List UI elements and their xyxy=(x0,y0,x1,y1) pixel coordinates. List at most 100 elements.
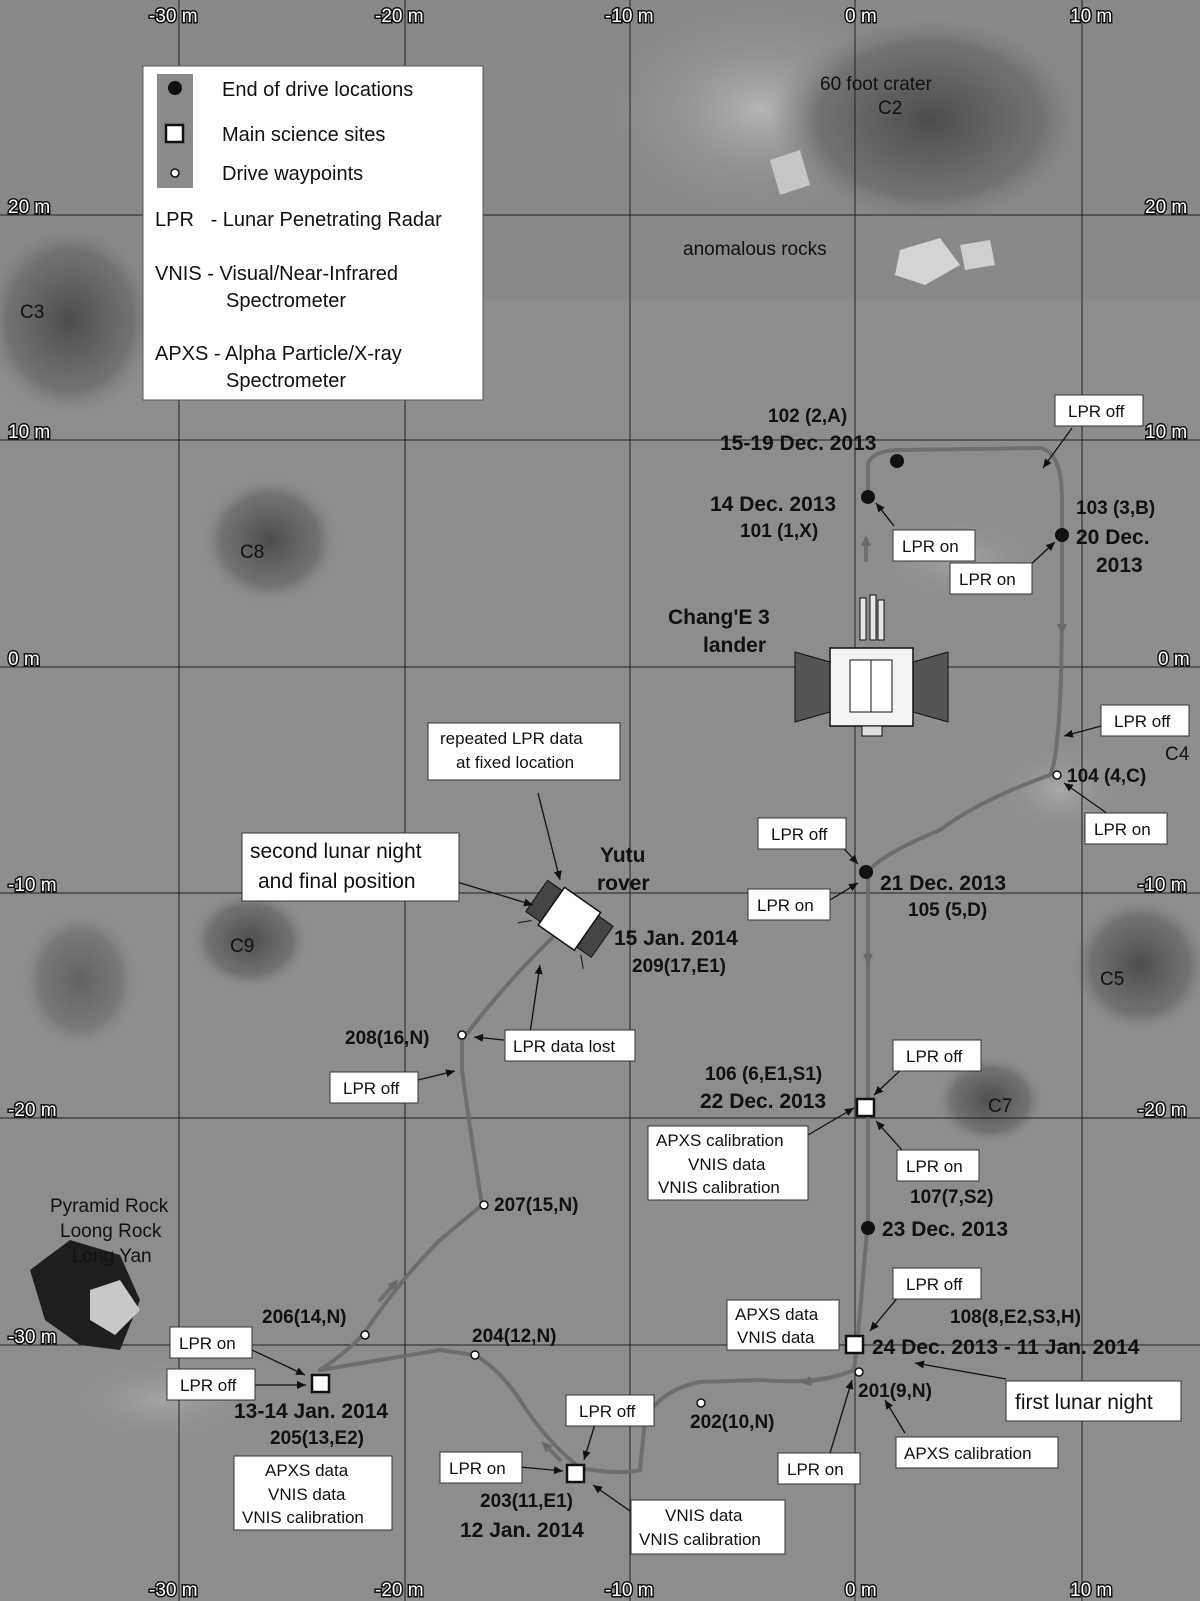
x-label-bottom: -10 m xyxy=(605,1580,654,1601)
callout-repeated-lpr-2: at fixed location xyxy=(456,753,574,772)
legend-science-sites: Main science sites xyxy=(222,124,385,146)
stop-106-id: 106 (6,E1,S1) xyxy=(705,1064,822,1085)
x-label-top: -30 m xyxy=(149,6,198,27)
stop-labels: 102 (2,A) 15-19 Dec. 2013 14 Dec. 2013 1… xyxy=(234,406,1155,1542)
callout-lpr-on: LPR on xyxy=(902,537,959,556)
rover-label: Yutu xyxy=(600,844,646,867)
pyramid-rock-label: Pyramid Rock xyxy=(50,1196,169,1217)
crater-c2-id: C2 xyxy=(878,98,902,119)
stop-102-date: 15-19 Dec. 2013 xyxy=(720,432,876,455)
change3-lander xyxy=(794,594,949,737)
stop-203-date: 12 Jan. 2014 xyxy=(460,1519,584,1542)
stop-107-id: 107(7,S2) xyxy=(910,1187,993,1208)
callout-first-night: first lunar night xyxy=(1015,1391,1153,1414)
stop-107-date: 23 Dec. 2013 xyxy=(882,1218,1008,1241)
stop-206-id: 206(14,N) xyxy=(262,1307,347,1328)
stop-103-date: 20 Dec. xyxy=(1076,526,1150,549)
stop-104-id: 104 (4,C) xyxy=(1067,766,1146,787)
waypoint-208 xyxy=(457,1030,467,1040)
science-site-marker xyxy=(164,123,185,144)
callout-lpr-off: LPR off xyxy=(906,1275,963,1294)
crater-c9-label: C9 xyxy=(230,936,254,957)
x-label-bottom: -30 m xyxy=(149,1580,198,1601)
science-site-205 xyxy=(310,1373,331,1394)
grid-labels: -30 m -20 m -10 m 0 m 10 m -30 m -20 m -… xyxy=(7,5,1192,1601)
callout-apxs-data: APXS data xyxy=(265,1461,349,1480)
y-label-right: -20 m xyxy=(1138,1100,1187,1121)
y-label-left: -30 m xyxy=(8,1327,57,1348)
callout-lpr-on: LPR on xyxy=(1094,820,1151,839)
crater-labels: 60 foot crater C2 anomalous rocks C3 C8 … xyxy=(20,74,1190,1267)
callout-lpr-off: LPR off xyxy=(771,825,828,844)
x-label-bottom: 10 m xyxy=(1070,1580,1112,1601)
stop-105-id: 105 (5,D) xyxy=(908,900,987,921)
stop-203-id: 203(11,E1) xyxy=(480,1491,573,1512)
callout-vnis-calibration: VNIS calibration xyxy=(242,1508,364,1527)
y-label-left: -20 m xyxy=(8,1100,57,1121)
stop-204-id: 204(12,N) xyxy=(472,1326,557,1347)
callout-apxs-data: APXS data xyxy=(735,1305,819,1324)
end-of-drive-103 xyxy=(1055,528,1069,542)
callout-lpr-off: LPR off xyxy=(1068,402,1125,421)
anomalous-rocks-label: anomalous rocks xyxy=(683,239,827,260)
end-of-drive-marker xyxy=(168,81,182,95)
stop-207-id: 207(15,N) xyxy=(494,1195,579,1216)
callout-lpr-on: LPR on xyxy=(906,1157,963,1176)
waypoint-marker xyxy=(170,168,180,178)
end-of-drive-105 xyxy=(859,865,873,879)
stop-108-date: 24 Dec. 2013 - 11 Jan. 2014 xyxy=(872,1336,1140,1359)
x-label-top: 0 m xyxy=(845,6,877,27)
legend-apxs-2: Spectrometer xyxy=(226,370,346,392)
callout-apxs-calibration: APXS calibration xyxy=(904,1444,1032,1463)
stop-209-id: 209(17,E1) xyxy=(632,956,726,977)
legend-apxs: APXS - Alpha Particle/X-ray xyxy=(155,343,402,365)
y-label-right: 0 m xyxy=(1158,649,1190,670)
callout-repeated-lpr: repeated LPR data xyxy=(440,729,583,748)
callout-lpr-off: LPR off xyxy=(1114,712,1171,731)
yutu-rover xyxy=(517,879,614,969)
stop-108-id: 108(8,E2,S3,H) xyxy=(950,1307,1081,1328)
y-label-left: -10 m xyxy=(8,875,57,896)
callout-lpr-on: LPR on xyxy=(179,1334,236,1353)
callout-vnis-data: VNIS data xyxy=(268,1485,346,1504)
x-label-top: -20 m xyxy=(375,6,424,27)
callout-second-night: second lunar night xyxy=(250,840,422,863)
waypoint-104 xyxy=(1052,770,1062,780)
stop-105-date: 21 Dec. 2013 xyxy=(880,872,1006,895)
callout-arrows xyxy=(234,427,1109,1519)
x-label-bottom: 0 m xyxy=(845,1580,877,1601)
y-label-right: 10 m xyxy=(1145,422,1187,443)
y-label-right: -10 m xyxy=(1138,875,1187,896)
callout-boxes: LPR off LPR on LPR on LPR off LPR on LPR… xyxy=(166,394,1190,1555)
callout-vnis-calibration: VNIS calibration xyxy=(658,1178,780,1197)
crater-c7-label: C7 xyxy=(988,1096,1012,1117)
stop-202-id: 202(10,N) xyxy=(690,1412,775,1433)
callout-lpr-data-lost: LPR data lost xyxy=(513,1037,615,1056)
callout-lpr-on: LPR on xyxy=(787,1460,844,1479)
waypoint-206 xyxy=(360,1330,370,1340)
waypoint-201 xyxy=(854,1367,864,1377)
crater-c4-label: C4 xyxy=(1165,744,1190,765)
legend: End of drive locations Main science site… xyxy=(142,65,484,401)
long-yan-label: Long Yan xyxy=(72,1246,152,1267)
legend-vnis: VNIS - Visual/Near-Infrared xyxy=(155,263,398,285)
waypoint-207 xyxy=(479,1200,489,1210)
stop-103-id: 103 (3,B) xyxy=(1076,498,1155,519)
y-label-left: 0 m xyxy=(8,649,40,670)
callout-vnis-data: VNIS data xyxy=(688,1155,766,1174)
x-label-bottom: -20 m xyxy=(375,1580,424,1601)
science-site-108 xyxy=(844,1334,865,1355)
callout-vnis-calibration: VNIS calibration xyxy=(639,1530,761,1549)
y-label-left: 10 m xyxy=(8,422,50,443)
stop-101-id: 101 (1,X) xyxy=(740,521,818,542)
waypoint-204 xyxy=(470,1350,480,1360)
end-of-drive-102 xyxy=(890,454,904,468)
x-label-top: -10 m xyxy=(605,6,654,27)
lander-label-2: lander xyxy=(703,634,766,657)
legend-waypoints: Drive waypoints xyxy=(222,163,363,185)
stop-106-date: 22 Dec. 2013 xyxy=(700,1090,826,1113)
callout-lpr-on: LPR on xyxy=(449,1459,506,1478)
stop-208-id: 208(16,N) xyxy=(345,1028,430,1049)
callout-lpr-off: LPR off xyxy=(579,1402,636,1421)
